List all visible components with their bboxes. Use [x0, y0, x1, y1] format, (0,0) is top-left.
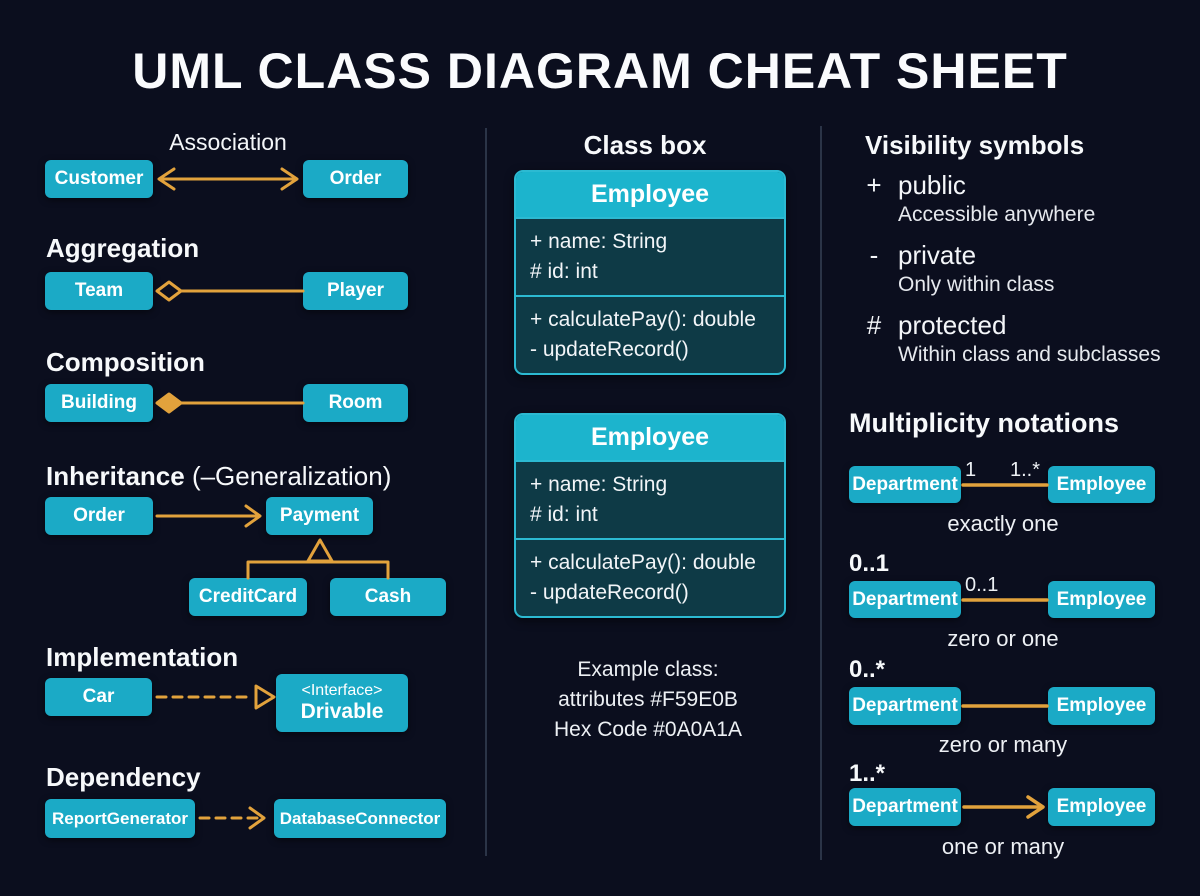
mult-row-heading: 1..*	[849, 760, 886, 787]
uml-class-box-2: Employee + name: String # id: int + calc…	[514, 413, 786, 618]
class-methods-section: + calculatePay(): double - updateRecord(…	[516, 295, 784, 373]
class-node-team: Team	[45, 272, 153, 310]
mult-line-label-right: 1..*	[1010, 459, 1041, 481]
mult-line-label-left: 0..1	[965, 574, 999, 596]
implementation-connector	[155, 684, 276, 710]
class-method: + calculatePay(): double	[530, 308, 756, 331]
class-node-building: Building	[45, 384, 153, 422]
mult-caption: zero or many	[938, 732, 1068, 757]
association-arrow	[157, 167, 299, 191]
class-method: - updateRecord()	[530, 338, 689, 361]
visibility-name-protected: protected	[898, 310, 1007, 340]
visibility-name-private: private	[898, 240, 977, 270]
class-box-heading: Class box	[583, 130, 707, 160]
column-divider-left	[485, 128, 487, 856]
interface-node-drivable: <Interface> Drivable	[276, 674, 408, 732]
class-node-customer: Customer	[45, 160, 153, 198]
class-attributes-section: + name: String # id: int	[516, 217, 784, 295]
visibility-desc-protected: Within class and subclasses	[898, 343, 1161, 366]
example-note-line: Example class:	[577, 658, 719, 681]
dependency-heading: Dependency	[46, 762, 201, 792]
class-method: + calculatePay(): double	[530, 551, 756, 574]
inheritance-heading: Inheritance (–Generalization)	[46, 461, 391, 492]
mult-node-department: Department	[849, 788, 961, 826]
class-methods-section: + calculatePay(): double - updateRecord(…	[516, 538, 784, 616]
class-node-player: Player	[303, 272, 408, 310]
interface-stereotype: <Interface>	[301, 681, 383, 699]
example-note-line: Hex Code #0A0A1A	[554, 718, 742, 741]
mult-caption: one or many	[941, 834, 1065, 859]
class-node-order-inheritance: Order	[45, 497, 153, 535]
mult-node-department: Department	[849, 687, 961, 725]
class-attribute: + name: String	[530, 230, 668, 253]
class-node-creditcard: CreditCard	[189, 578, 307, 616]
page-title: UML CLASS DIAGRAM CHEAT SHEET	[132, 43, 1068, 99]
class-method: - updateRecord()	[530, 581, 689, 604]
class-name-header: Employee	[516, 415, 784, 460]
mult-row-heading: 0..*	[849, 656, 886, 683]
inheritance-arrow	[155, 504, 262, 528]
class-node-car: Car	[45, 678, 152, 716]
visibility-name-public: public	[898, 170, 966, 200]
visibility-symbol-private: -	[869, 240, 879, 270]
aggregation-connector	[155, 280, 305, 302]
uml-class-box-1: Employee + name: String # id: int + calc…	[514, 170, 786, 375]
class-node-reportgenerator: ReportGenerator	[45, 799, 195, 838]
class-name-header: Employee	[516, 172, 784, 217]
mult-arrowhead-one-or-many	[1026, 795, 1045, 819]
class-attributes-section: + name: String # id: int	[516, 460, 784, 538]
mult-row-heading: 0..1	[849, 550, 890, 577]
aggregation-heading: Aggregation	[46, 233, 200, 263]
implementation-heading: Implementation	[46, 642, 239, 672]
inheritance-heading-suffix: (–Generalization)	[184, 461, 392, 491]
composition-heading: Composition	[46, 347, 205, 377]
class-node-order: Order	[303, 160, 408, 198]
mult-node-employee: Employee	[1048, 581, 1155, 618]
dependency-arrow	[198, 806, 266, 830]
class-attribute: # id: int	[530, 503, 598, 526]
class-attribute: # id: int	[530, 260, 598, 283]
multiplicity-heading: Multiplicity notations	[849, 408, 1119, 438]
example-note: Example class: attributes #F59E0B Hex Co…	[514, 655, 782, 745]
mult-node-department: Department	[849, 581, 961, 618]
visibility-desc-private: Only within class	[898, 273, 1055, 296]
class-node-databaseconnector: DatabaseConnector	[274, 799, 446, 838]
mult-node-employee: Employee	[1048, 466, 1155, 503]
mult-line-label-left: 1	[965, 459, 977, 481]
visibility-heading: Visibility symbols	[865, 130, 1085, 160]
class-attribute: + name: String	[530, 473, 668, 496]
mult-node-department: Department	[849, 466, 961, 503]
mult-caption: zero or one	[947, 626, 1059, 651]
class-node-room: Room	[303, 384, 408, 422]
inheritance-heading-main: Inheritance	[46, 461, 185, 491]
composition-connector	[155, 392, 305, 414]
example-note-line: attributes #F59E0B	[558, 688, 738, 711]
class-node-payment: Payment	[266, 497, 373, 535]
mult-node-employee: Employee	[1048, 687, 1155, 725]
generalization-tree-connector	[246, 538, 390, 580]
association-label: Association	[169, 129, 287, 155]
visibility-symbol-protected: #	[866, 310, 882, 340]
mult-node-employee: Employee	[1048, 788, 1155, 826]
mult-caption: exactly one	[947, 511, 1059, 536]
visibility-symbol-public: +	[866, 170, 882, 200]
visibility-desc-public: Accessible anywhere	[898, 203, 1096, 226]
column-divider-right	[820, 126, 822, 860]
interface-name: Drivable	[300, 700, 384, 724]
class-node-cash: Cash	[330, 578, 446, 616]
